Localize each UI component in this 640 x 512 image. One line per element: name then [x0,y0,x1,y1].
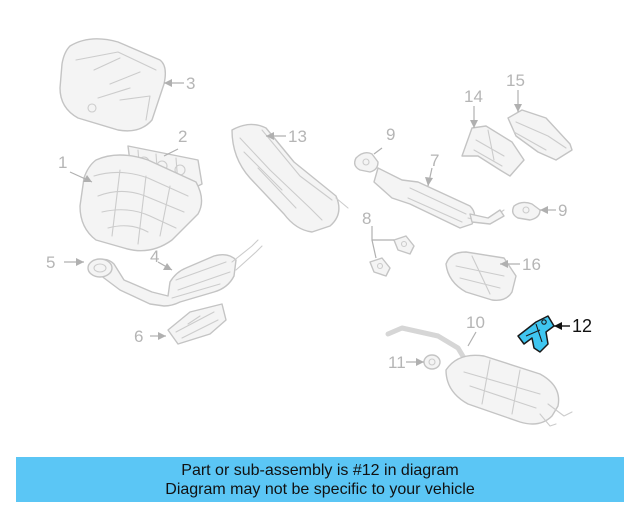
part-11-clamp[interactable] [423,354,441,370]
banner-line-2: Diagram may not be specific to your vehi… [165,481,475,498]
part-9-clamp-lower[interactable] [511,201,541,221]
callout-5[interactable]: 5 [46,253,55,272]
callout-11[interactable]: 11 [388,353,406,372]
callout-14[interactable]: 14 [464,87,483,106]
part-4-catalytic-converter[interactable] [95,239,263,307]
callout-4[interactable]: 4 [150,247,159,266]
part-8-hangers[interactable] [369,235,415,277]
part-15-heat-shield[interactable] [507,109,573,161]
banner-line-1: Part or sub-assembly is #12 in diagram [181,462,459,479]
callout-15[interactable]: 15 [506,71,525,90]
callout-12[interactable]: 12 [572,316,592,336]
callout-7[interactable]: 7 [430,151,439,170]
part-5-gasket[interactable] [87,258,113,278]
callout-10[interactable]: 10 [466,313,485,332]
callout-16[interactable]: 16 [522,255,541,274]
callout-9-upper[interactable]: 9 [386,125,395,144]
callout-3[interactable]: 3 [186,74,195,93]
callout-6[interactable]: 6 [134,327,143,346]
exhaust-parts-diagram: 3 2 1 13 4 [46,38,592,427]
callout-2[interactable]: 2 [178,127,187,146]
part-3-engine-cover[interactable] [59,38,167,132]
part-16-heat-shield[interactable] [445,251,517,302]
callout-8[interactable]: 8 [362,209,371,228]
callout-9-lower[interactable]: 9 [558,201,567,220]
part-13-heat-shield[interactable] [231,123,349,233]
part-9-clamp-upper[interactable] [353,151,379,173]
info-banner: Part or sub-assembly is #12 in diagram D… [16,457,624,502]
part-10-muffler[interactable] [385,325,573,427]
part-1-exhaust-manifold[interactable] [79,154,203,252]
part-14-heat-shield[interactable] [461,125,525,177]
part-12-bracket-highlighted[interactable] [517,315,555,353]
callout-1[interactable]: 1 [58,153,67,172]
part-6-heat-shield[interactable] [167,303,227,345]
callout-13[interactable]: 13 [288,127,307,146]
part-7-intermediate-pipe[interactable] [373,167,505,229]
